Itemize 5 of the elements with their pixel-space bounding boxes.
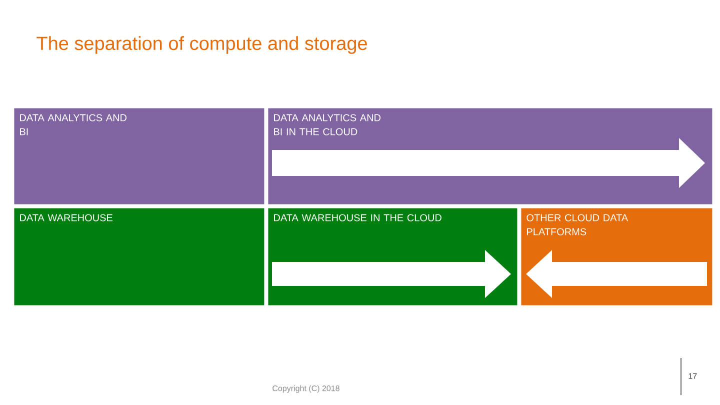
- category-box: DATA ANALYTICS AND BI: [14, 108, 264, 204]
- footer-text: Copyright (C) 2018: [272, 385, 340, 393]
- category-box: DATA WAREHOUSE: [14, 208, 264, 306]
- footer-text: 17: [688, 373, 697, 379]
- title: The separation of compute and storage: [36, 36, 367, 54]
